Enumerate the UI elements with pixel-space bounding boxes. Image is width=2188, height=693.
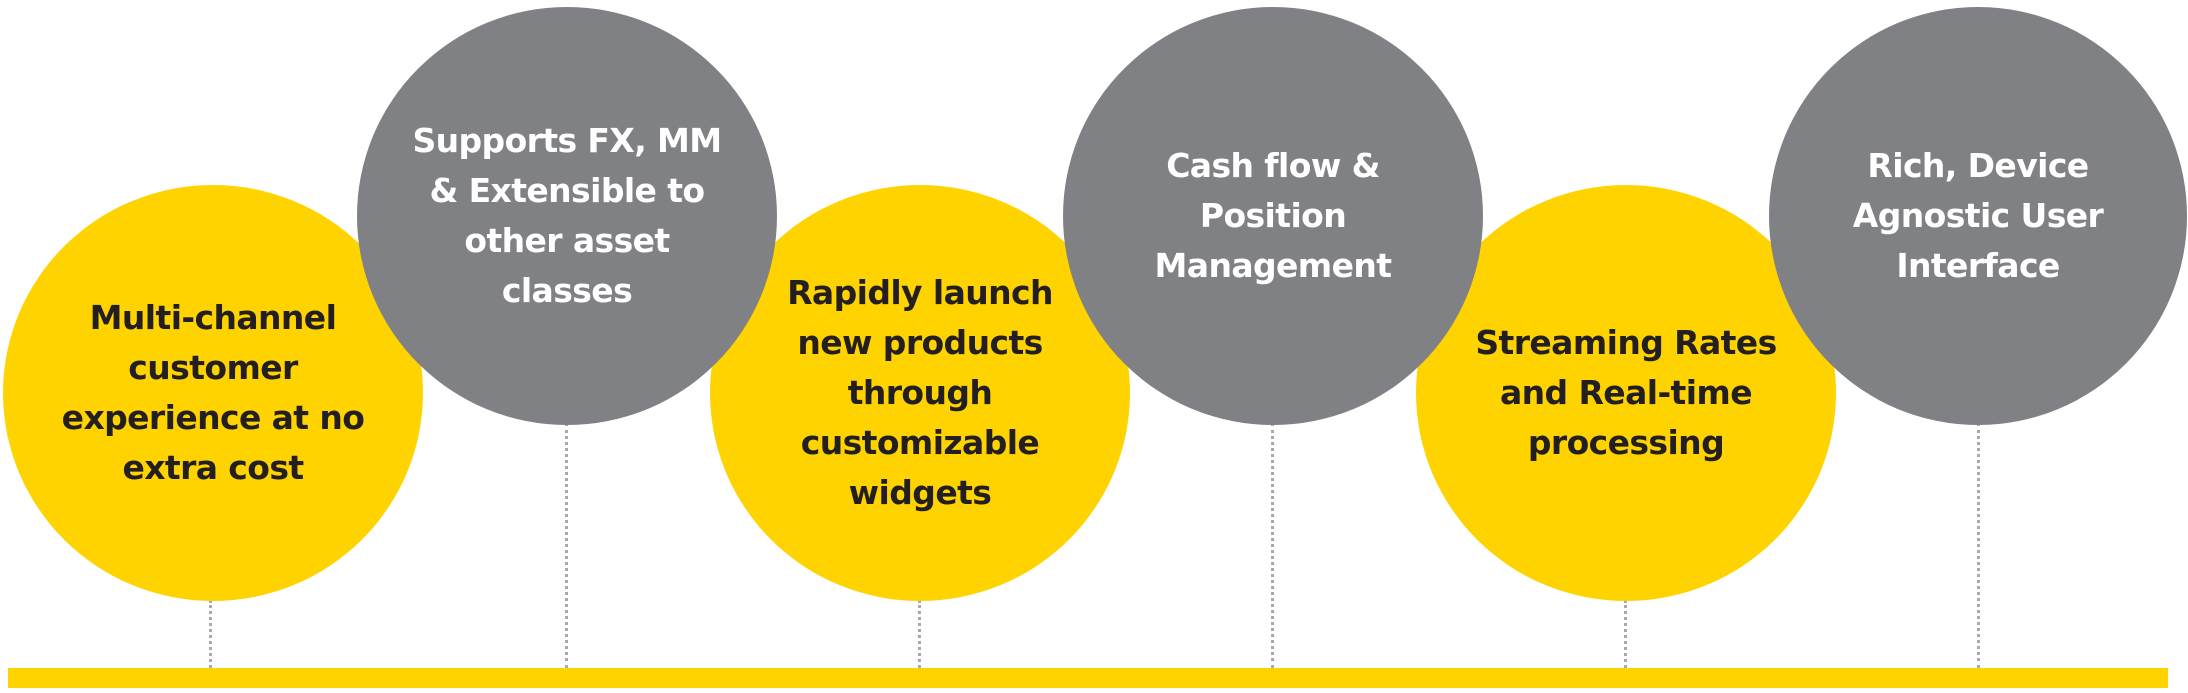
feature-label-fx-mm: Supports FX, MM & Extensible to other as… (412, 121, 722, 310)
feature-label-rapid-launch: Rapidly launch new products through cust… (787, 273, 1053, 512)
feature-label-device-agnostic: Rich, Device Agnostic User Interface (1852, 146, 2104, 285)
feature-circle-rapid-launch: Rapidly launch new products through cust… (710, 185, 1130, 601)
feature-circle-fx-mm: Supports FX, MM & Extensible to other as… (357, 7, 777, 425)
feature-label-streaming: Streaming Rates and Real-time processing (1475, 323, 1777, 462)
connector-stem-1 (209, 600, 212, 668)
feature-circle-multichannel: Multi-channel customer experience at no … (3, 185, 423, 601)
feature-circle-cash-flow: Cash flow & Position Management (1063, 7, 1483, 425)
connector-stem-5 (1624, 600, 1627, 668)
connector-stem-6 (1977, 423, 1980, 668)
feature-circle-streaming: Streaming Rates and Real-time processing (1416, 185, 1836, 601)
connector-stem-2 (565, 423, 568, 668)
connector-stem-4 (1271, 423, 1274, 668)
feature-label-multichannel: Multi-channel customer experience at no … (61, 298, 365, 487)
connector-stem-3 (918, 600, 921, 668)
feature-label-cash-flow: Cash flow & Position Management (1154, 146, 1393, 285)
timeline-baseline (8, 668, 2168, 688)
feature-circle-device-agnostic: Rich, Device Agnostic User Interface (1769, 7, 2187, 425)
